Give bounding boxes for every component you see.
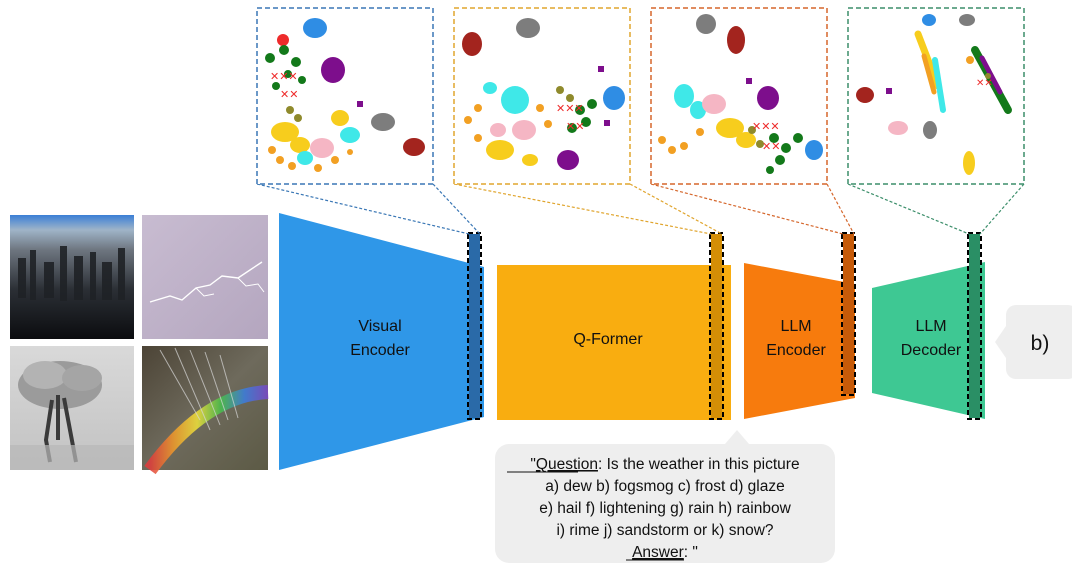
token-bars [467, 232, 982, 420]
svg-text:✕✕✕: ✕✕✕ [556, 102, 584, 115]
prompt-bubble: "Question: Is the weather in this pictur… [495, 430, 835, 563]
svg-text:✕✕: ✕✕ [566, 120, 584, 133]
inset-2-clusters: ✕✕✕ ✕✕ [462, 18, 625, 170]
svg-text:✕✕✕: ✕✕✕ [752, 120, 780, 133]
q-former-token [709, 232, 724, 420]
llm-encoder-label-2: Encoder [766, 342, 826, 359]
llm-encoder-token [841, 232, 856, 396]
llm-decoder-label-1: LLM [915, 318, 946, 335]
prompt-line-1: "Question: Is the weather in this pictur… [530, 456, 799, 473]
inset-1-clusters: ✕✕✕ ✕✕ [265, 18, 425, 172]
fog-city-image [10, 215, 134, 339]
q-former-block: Q-Former [497, 265, 731, 420]
subfigure-label: b) [1031, 332, 1050, 355]
inset-connectors [256, 183, 1025, 235]
scatter-inset-llm-encoder: ✕✕✕ ✕✕ [650, 7, 828, 185]
prompt-line-2: a) dew b) fogsmog c) frost d) glaze [545, 478, 785, 495]
rainbow-spray-image [142, 346, 269, 475]
frost-tree-image [10, 346, 134, 470]
svg-text:✕✕: ✕✕ [280, 88, 298, 101]
visual-encoder-token [467, 232, 482, 420]
visual-encoder-label-1: Visual [358, 318, 401, 335]
visual-encoder-block: Visual Encoder [279, 213, 484, 470]
scatter-inset-q-former: ✕✕✕ ✕✕ [453, 7, 631, 185]
llm-decoder-block: LLM Decoder [872, 262, 985, 419]
answer-rest: : " [684, 544, 698, 561]
prompt-line-4: i) rime j) sandstorm or k) snow? [556, 522, 773, 539]
question-line1-rest: : Is the weather in this picture [598, 456, 800, 473]
svg-text:✕✕: ✕✕ [762, 140, 780, 153]
prompt-line-5: Answer: " [632, 544, 698, 561]
answer-label: Answer [632, 544, 684, 561]
q-former-label: Q-Former [573, 331, 643, 348]
llm-encoder-label-1: LLM [780, 318, 811, 335]
input-images [10, 215, 269, 475]
inset-4-clusters: ✕✕ [856, 14, 1012, 175]
prompt-line-3: e) hail f) lightening g) rain h) rainbow [539, 500, 791, 517]
svg-text:✕✕: ✕✕ [976, 78, 993, 89]
llm-decoder-label-2: Decoder [901, 342, 962, 359]
inset-3-clusters: ✕✕✕ ✕✕ [658, 14, 823, 174]
llm-encoder-block: LLM Encoder [744, 263, 855, 419]
llm-decoder-token [967, 232, 982, 420]
svg-text:✕✕✕: ✕✕✕ [270, 70, 298, 83]
question-label: Question [536, 456, 598, 473]
lightning-sky-image [142, 215, 268, 339]
scatter-inset-visual-encoder: ✕✕✕ ✕✕ [256, 7, 434, 185]
scatter-inset-llm-decoder: ✕✕ [847, 7, 1025, 185]
subfigure-label-bubble: b) [995, 305, 1072, 379]
visual-encoder-label-2: Encoder [350, 342, 410, 359]
